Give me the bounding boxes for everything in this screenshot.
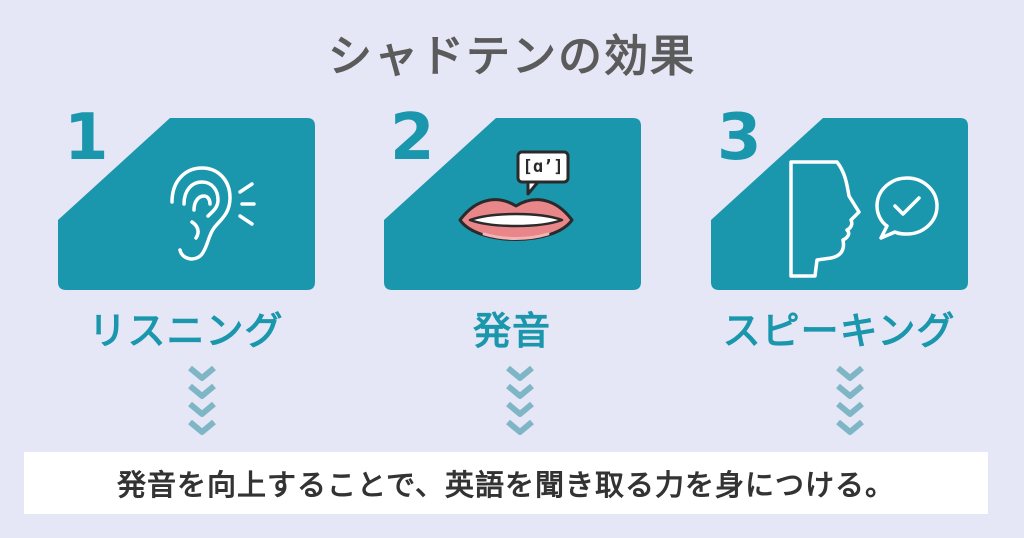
card-number: 2 xyxy=(390,101,435,175)
card-number: 3 xyxy=(717,101,762,175)
speaking-face-icon xyxy=(789,160,939,278)
caption-text: 発音を向上することで、英語を聞き取る力を身につける。 xyxy=(117,468,895,502)
card-label-speaking: スピーキング xyxy=(722,309,956,353)
ear-icon xyxy=(170,166,256,261)
card-background xyxy=(58,118,315,290)
chevron-down-icon xyxy=(506,365,534,435)
card-label-pronunciation: 発音 xyxy=(472,309,551,353)
card-label-listening: リスニング xyxy=(88,309,284,353)
lips-icon xyxy=(458,150,574,241)
chevron-down-icon xyxy=(836,365,864,435)
card-speaking: 3 xyxy=(705,106,975,296)
card-pronunciation: 2 [ɑ’] xyxy=(378,106,648,296)
chevron-down-icon xyxy=(188,365,216,435)
card-number: 1 xyxy=(64,101,109,175)
card-listening: 1 xyxy=(52,106,322,296)
caption-box: 発音を向上することで、英語を聞き取る力を身につける。 xyxy=(24,452,988,514)
card-background xyxy=(711,118,968,290)
bubble-text: [ɑ’] xyxy=(522,157,564,177)
page-title: シャドテンの効果 xyxy=(328,31,696,82)
